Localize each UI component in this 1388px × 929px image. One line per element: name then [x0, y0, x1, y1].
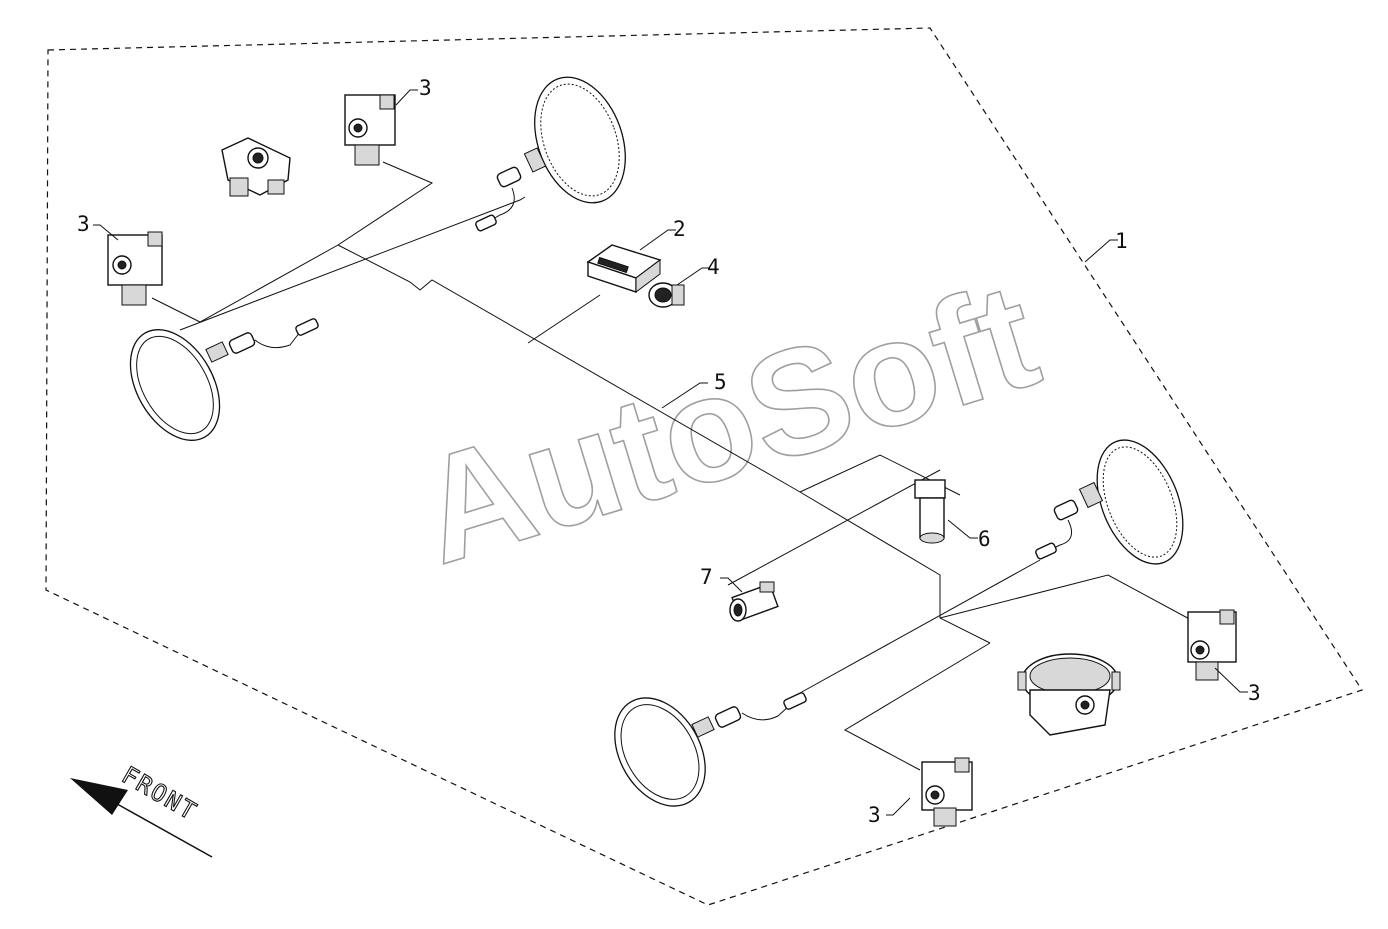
- tone-ring-front-right: [534, 76, 626, 204]
- modulator-valve-left: [107, 231, 163, 306]
- abs-ecu: [586, 244, 662, 293]
- modulator-valve-bottom: [921, 757, 973, 827]
- front-arrow: [70, 778, 213, 858]
- callout-7: 7: [700, 565, 713, 589]
- callout-6: 6: [978, 527, 991, 551]
- callout-leaders: [93, 89, 1248, 816]
- callout-1: 1: [1115, 229, 1128, 253]
- front-label: FRONT: [117, 761, 202, 826]
- tone-ring-rear-right: [1096, 439, 1184, 565]
- modulator-valve-top: [344, 94, 396, 166]
- callout-3-right: 3: [1248, 681, 1261, 705]
- speed-sensor-front-left: [205, 318, 319, 363]
- assembly-boundary: [45, 27, 1363, 906]
- tee-fitting: [729, 581, 779, 622]
- modulator-valve-right: [1187, 609, 1237, 681]
- diagnostic-connector: [648, 282, 685, 308]
- callout-3-bottom: 3: [868, 803, 881, 827]
- tone-ring-front-left: [129, 329, 221, 441]
- wiring-harness: [151, 161, 1196, 771]
- callout-2: 2: [673, 217, 686, 241]
- callout-3-left: 3: [77, 212, 90, 236]
- relay-cylinder: [914, 479, 946, 544]
- relay-valve-rear: [1017, 653, 1121, 736]
- speed-sensor-rear-left: [691, 692, 807, 738]
- speed-sensor-front-right: [475, 147, 547, 232]
- speed-sensor-rear-right: [1035, 481, 1104, 560]
- callout-5: 5: [714, 370, 727, 394]
- watermark: AutoSoft: [400, 250, 1055, 596]
- callout-4: 4: [707, 255, 720, 279]
- tone-ring-rear-left: [614, 697, 706, 807]
- callout-3-top: 3: [419, 76, 432, 100]
- relay-valve-front: [221, 137, 291, 197]
